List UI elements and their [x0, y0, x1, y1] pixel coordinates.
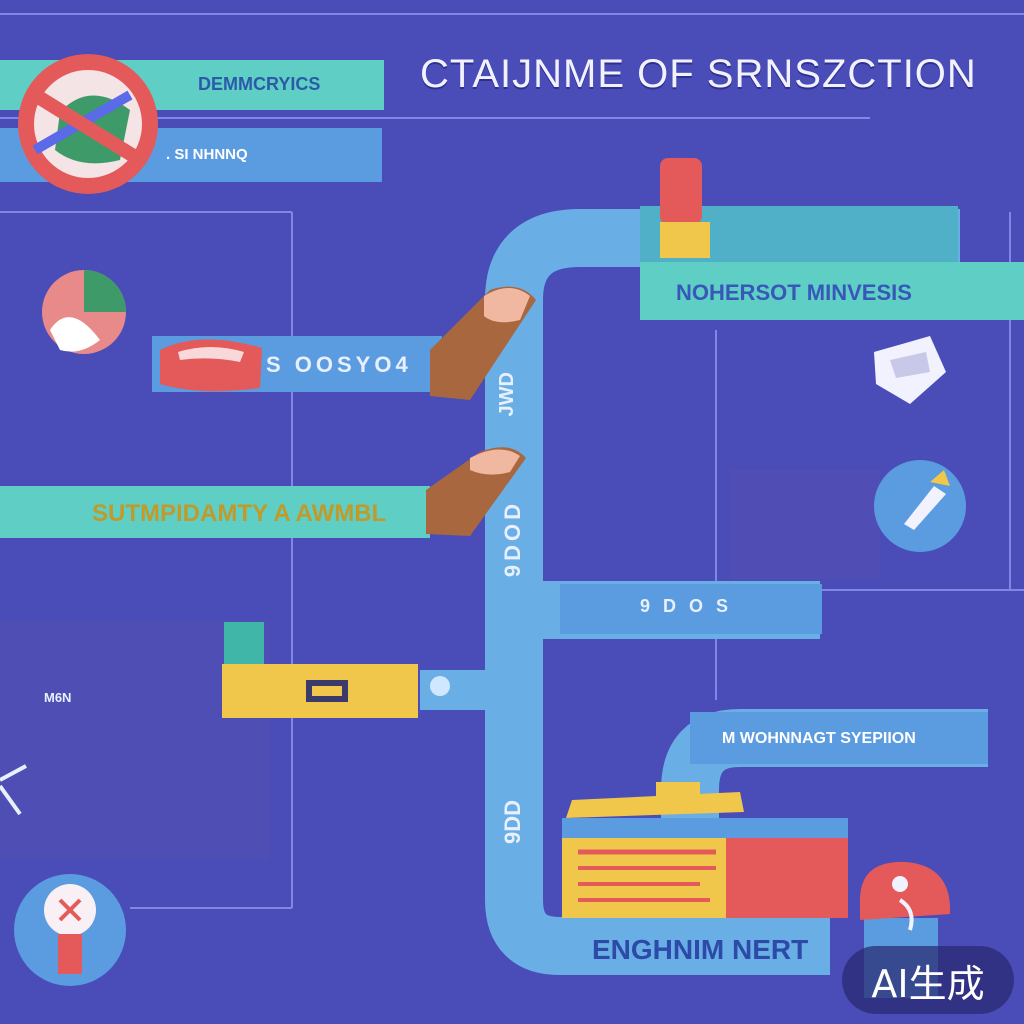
label-yellow-box: M6N: [44, 690, 72, 705]
label-bottom: ENGHNIM NERT: [592, 934, 809, 965]
label-top-left-2: . SI NHNNQ: [166, 146, 248, 163]
ai-generated-badge: AI生成: [842, 946, 1014, 1014]
bg-panel-right: [730, 470, 880, 580]
brush-icon: [874, 460, 966, 552]
label-vertical-2: 9DOD: [500, 500, 525, 578]
no-symbol-icon: [18, 54, 158, 194]
label-lower-right: M WOHNNAGT SYEPIION: [722, 730, 916, 747]
banner-left-mid: [0, 486, 430, 538]
label-left-mid: SUTMPIDAMTY A AWMBL: [92, 500, 387, 527]
label-vertical-3: 9DD: [500, 800, 525, 845]
banner-lower-right: [690, 712, 988, 764]
hand-icon: [426, 286, 536, 536]
yellow-box-inner: [312, 686, 342, 696]
box-icon: [562, 782, 848, 918]
banner-right-mid: [560, 584, 822, 634]
banner-right-top: [640, 262, 1024, 320]
label-top-left-1: DEMMCRYICS: [198, 74, 321, 94]
label-vertical-1: JWD: [496, 372, 518, 417]
yellow-box-cap: [224, 622, 264, 668]
info-dot: [430, 676, 450, 696]
bulb-icon: [14, 874, 126, 986]
label-pill-mid: S oOSyo4: [266, 352, 412, 377]
lips-icon: [160, 339, 262, 392]
label-right-top: NOHERSOT MINVESIS: [676, 280, 912, 305]
ball-icon: [42, 270, 126, 354]
lipstick-icon: [660, 158, 710, 258]
label-right-mid: 9 D o S: [640, 596, 733, 616]
stand-icon: [0, 764, 27, 816]
tray-icon: [874, 336, 946, 404]
page-title: CTAIJNME OF SRNSZCTION: [420, 52, 977, 96]
